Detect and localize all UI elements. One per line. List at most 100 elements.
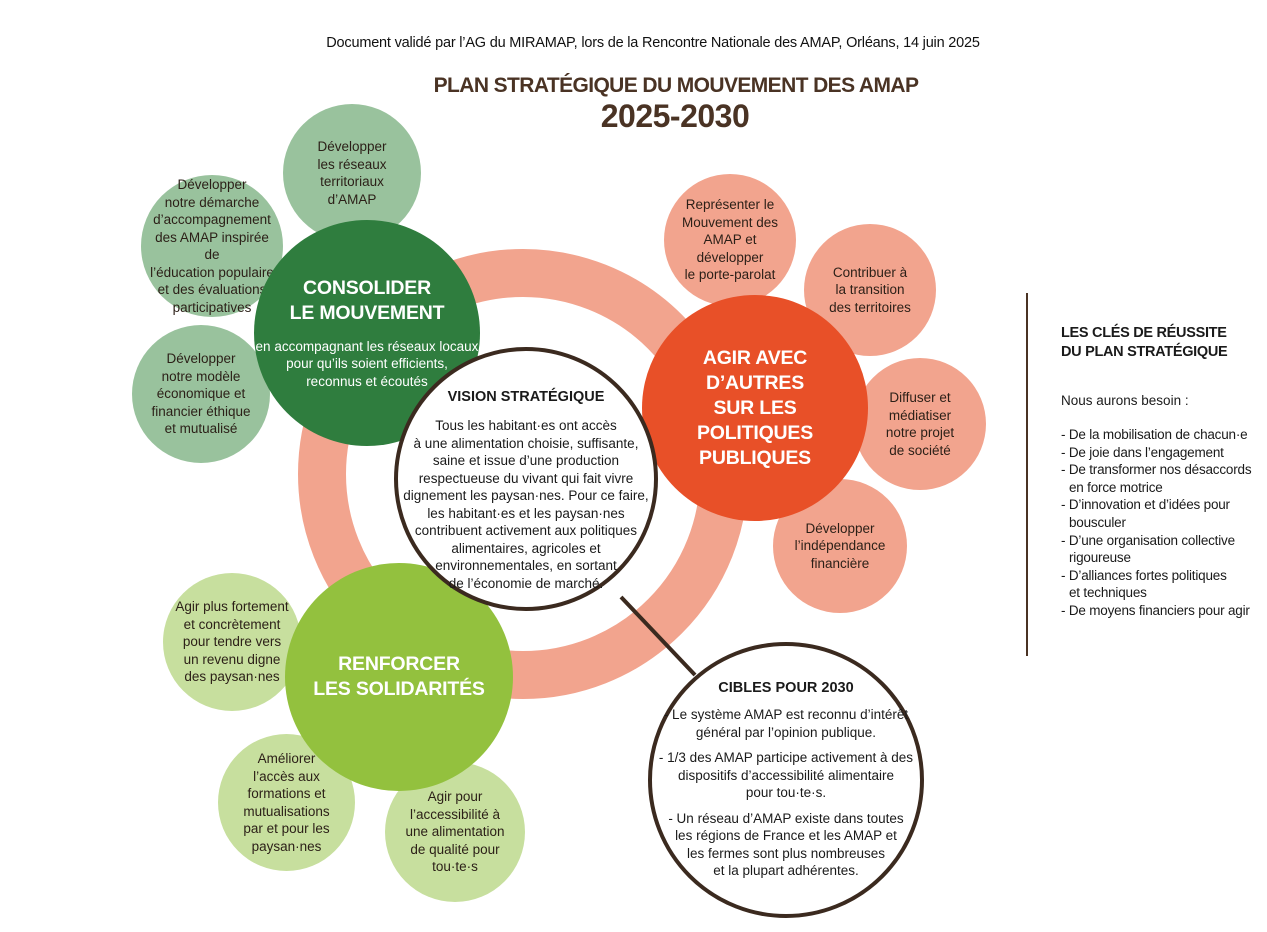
sidebar-divider	[1026, 293, 1028, 656]
satellite-line: Représenter le	[685, 197, 775, 213]
satellite-line: l’accessibilité à	[409, 806, 501, 822]
axis-title-line: LE MOUVEMENT	[289, 301, 445, 324]
cibles-title: CIBLES POUR 2030	[718, 680, 854, 696]
plan-title: PLAN STRATÉGIQUE DU MOUVEMENT DES AMAP	[433, 74, 919, 97]
cibles-line: - Un réseau d’AMAP existe dans toutes	[668, 810, 904, 826]
satellite-line: financier éthique	[151, 403, 251, 419]
satellite-line: le porte-parolat	[684, 267, 776, 283]
vision-line: de l’économie de marché.	[448, 575, 604, 591]
satellite-accompagnement: Développer notre démarche d’accompagneme…	[141, 175, 283, 317]
connector-line	[619, 595, 697, 677]
satellite-line: et concrètement	[183, 616, 281, 632]
cibles-item: - Le système AMAP est reconnu d’intérêt …	[664, 706, 908, 741]
cibles-line: général par l’opinion publique.	[695, 724, 877, 740]
satellite-reseaux-territoriaux: Développer les réseaux territoriaux d’AM…	[283, 104, 421, 242]
sidebar-success-keys: LES CLÉS DE RÉUSSITE DU PLAN STRATÉGIQUE…	[1061, 324, 1266, 620]
vision-line: environnementales, en sortant	[435, 558, 617, 573]
cibles-line: dispositifs d’accessibilité alimentaire	[677, 767, 895, 783]
satellite-line: l’éducation populaire	[150, 264, 274, 280]
satellite-line: Agir pour	[427, 789, 483, 805]
satellite-line: tou·te·s	[432, 859, 478, 875]
cibles-line: les fermes sont plus nombreuses	[686, 845, 886, 861]
axis-title-line: RENFORCER	[338, 653, 460, 675]
satellite-revenu-digne: Agir plus fortement et concrètement pour…	[163, 573, 301, 711]
satellite-line: des AMAP inspirée de	[155, 229, 269, 263]
satellite-line: notre démarche	[164, 194, 260, 210]
satellite-line: Agir plus fortement	[175, 599, 289, 615]
satellite-line: Améliorer	[257, 751, 316, 766]
axis-renforcer: RENFORCER LES SOLIDARITÉS	[285, 563, 513, 791]
sidebar-item-line: - De transformer nos désaccords	[1061, 462, 1252, 478]
cibles-line: pour tou·te·s.	[745, 785, 827, 800]
satellite-line: paysan·nes	[251, 838, 322, 854]
axis-title-line: SUR LES	[713, 396, 797, 419]
satellite-line: d’AMAP	[327, 191, 377, 207]
sidebar-item-line: - D’innovation et d’idées pour	[1061, 497, 1230, 513]
satellite-line: mutualisations	[243, 803, 330, 819]
satellite-line: de qualité pour	[410, 841, 500, 857]
satellite-line: l’indépendance	[794, 538, 886, 554]
sidebar-item-line: - De joie dans l’engagement	[1061, 444, 1224, 460]
axis-title-line: AGIR AVEC	[702, 346, 808, 369]
satellite-line: notre projet	[885, 425, 955, 440]
satellite-line: des paysan·nes	[184, 669, 280, 685]
sidebar-list-item: - De moyens financiers pour agir	[1061, 602, 1266, 620]
satellite-line: Développer	[177, 177, 247, 192]
sidebar-list-item: - D’alliances fortes politiques et techni…	[1061, 567, 1266, 602]
vision-line: alimentaires, agricoles et	[451, 540, 601, 556]
cibles-item: - Un réseau d’AMAP existe dans toutes le…	[668, 810, 903, 880]
sidebar-item-line: - D’une organisation collective	[1061, 532, 1235, 548]
satellite-line: Diffuser et	[889, 390, 951, 405]
sidebar-intro: Nous aurons besoin :	[1061, 393, 1189, 408]
satellite-line: et des évaluations	[157, 282, 267, 297]
satellite-line: Contribuer à	[832, 264, 908, 280]
satellite-line: pour tendre vers	[182, 634, 282, 650]
sidebar-title-line: DU PLAN STRATÉGIQUE	[1061, 344, 1228, 360]
satellite-line: un revenu digne	[183, 651, 281, 667]
cibles-line: les régions de France et les AMAP et	[675, 828, 897, 843]
sidebar-item-line: et techniques	[1069, 585, 1147, 601]
satellite-line: Mouvement des	[681, 214, 779, 230]
cibles-line: - Le système AMAP est reconnu d’intérêt	[663, 707, 909, 722]
satellite-line: financière	[810, 555, 870, 571]
satellite-line: de société	[889, 442, 951, 458]
sidebar-item-line: - De moyens financiers pour agir	[1061, 602, 1250, 618]
cibles-item: - 1/3 des AMAP participe activement à de…	[659, 749, 913, 802]
vision-line: à une alimentation choisie, suffisante,	[413, 435, 639, 451]
satellite-line: AMAP et développer	[696, 232, 764, 265]
vision-line: contribuent activement aux politiques	[414, 523, 638, 538]
sidebar-list-item: - De joie dans l’engagement	[1061, 444, 1266, 462]
satellite-line: d’accompagnement	[153, 212, 271, 227]
axis-desc-line: en accompagnant les réseaux locaux	[255, 338, 479, 354]
satellite-line: les réseaux	[317, 156, 387, 172]
satellite-line: médiatiser	[888, 407, 952, 423]
satellite-line: par et pour les	[243, 821, 330, 836]
satellite-line: et mutualisé	[164, 421, 238, 437]
satellite-mediatiser: Diffuser et médiatiser notre projet de s…	[854, 358, 986, 490]
satellite-porte-parolat: Représenter le Mouvement des AMAP et dév…	[664, 174, 796, 306]
cibles-line: et la plupart adhérentes.	[713, 863, 859, 878]
satellite-line: Développer	[805, 520, 875, 536]
vision-line: respectueuse du vivant qui fait vivre	[418, 470, 634, 486]
sidebar-item-line: en force motrice	[1069, 479, 1163, 495]
satellite-line: une alimentation	[405, 824, 505, 840]
satellite-line: participatives	[172, 299, 252, 315]
sidebar-item-line: - D’alliances fortes politiques	[1061, 567, 1227, 583]
axis-agir: AGIR AVEC D’AUTRES SUR LES POLITIQUES PU…	[642, 295, 868, 521]
sidebar-title-line: LES CLÉS DE RÉUSSITE	[1061, 325, 1227, 341]
sidebar-item-line: bousculer	[1069, 514, 1126, 530]
vision-line: les habitant·es et les paysan·nes	[427, 505, 625, 521]
axis-desc-line: pour qu’ils soient efficients,	[286, 356, 448, 372]
axis-description: en accompagnant les réseaux locaux pour …	[256, 338, 479, 391]
validation-note: Document validé par l’AG du MIRAMAP, lor…	[326, 35, 980, 51]
sidebar-list: - De la mobilisation de chacun·e - De jo…	[1061, 426, 1266, 620]
axis-desc-line: reconnus et écoutés	[306, 373, 428, 389]
axis-title-line: LES SOLIDARITÉS	[313, 678, 485, 700]
sidebar-item-line: - De la mobilisation de chacun·e	[1061, 427, 1248, 442]
plan-years: 2025-2030	[600, 98, 750, 134]
satellite-line: formations et	[247, 786, 326, 801]
satellite-line: des territoires	[829, 299, 911, 315]
vision-circle: VISION STRATÉGIQUE Tous les habitant·es …	[394, 347, 658, 611]
